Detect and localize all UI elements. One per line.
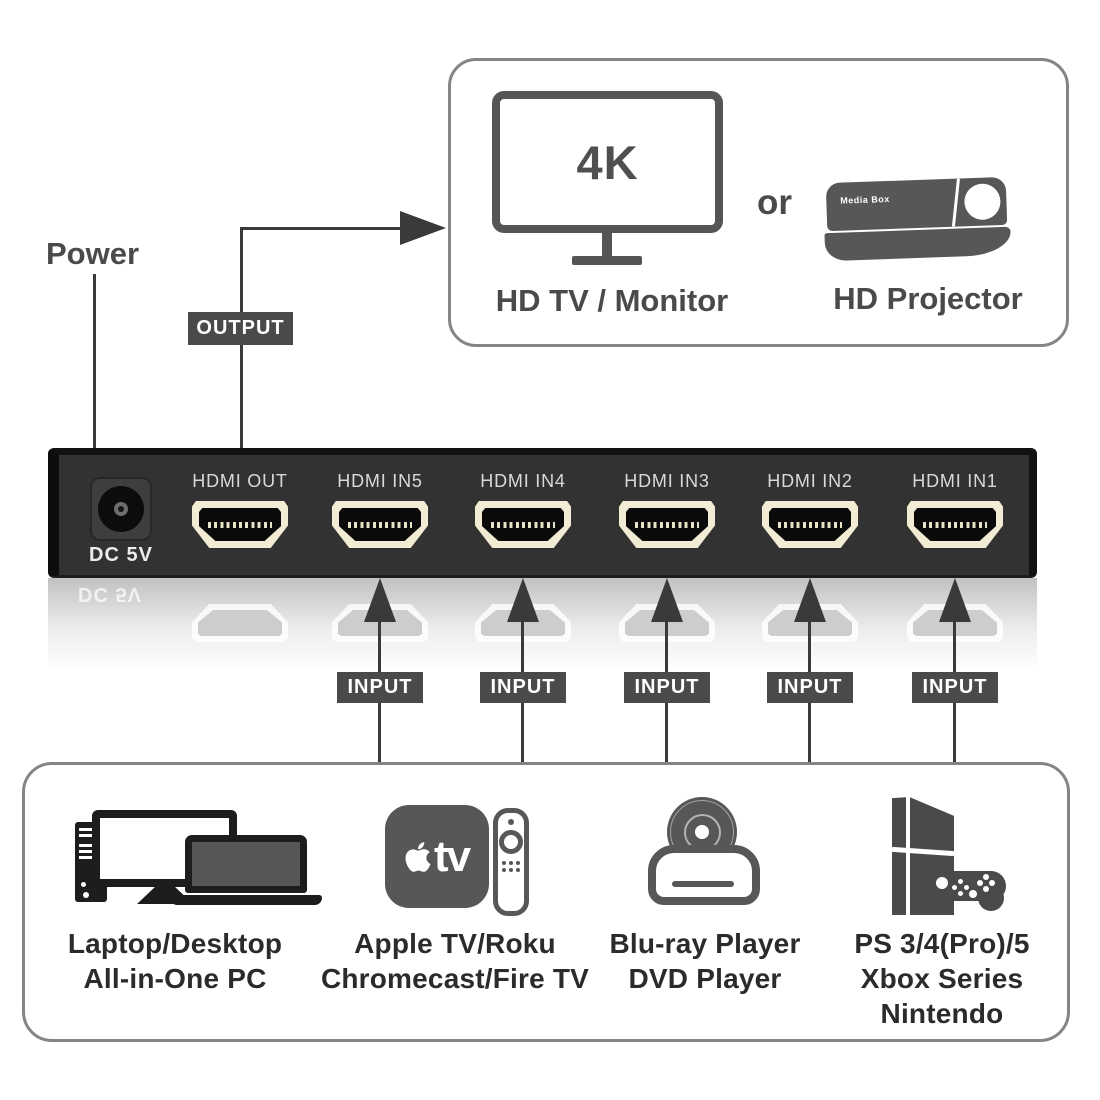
caption-line: DVD Player (628, 963, 782, 994)
dc-power-jack (90, 477, 152, 541)
fire-tv-remote-icon (493, 808, 529, 916)
monitor-stand-base (572, 256, 642, 265)
source-caption-streaming: Apple TV/Roku Chromecast/Fire TV (295, 926, 615, 996)
input-badge: INPUT (337, 672, 423, 703)
source-caption-consoles: PS 3/4(Pro)/5 Xbox Series Nintendo (802, 926, 1082, 1031)
projector-lens-divider (951, 178, 960, 227)
reflection-port (192, 604, 288, 642)
input-line (378, 618, 381, 674)
projector-caption: HD Projector (833, 281, 1023, 316)
laptop-desktop-icon (70, 808, 330, 913)
caption-line: Nintendo (880, 998, 1004, 1029)
projector-base (824, 226, 1012, 262)
input-arrow-icon (939, 578, 971, 622)
hdmi-in1-port[interactable] (907, 501, 1003, 548)
hdmi-in3-label: HDMI IN3 (624, 471, 710, 491)
apple-logo-icon (405, 841, 431, 872)
input-badge: INPUT (624, 672, 710, 703)
apple-tv-text: tv (433, 831, 471, 881)
dc-jack-barrel (98, 486, 144, 532)
projector-icon: Media Box (823, 175, 1012, 263)
input-line (521, 703, 524, 763)
laptop-screen-icon (185, 835, 307, 893)
input-line (808, 703, 811, 763)
caption-line: Apple TV/Roku (354, 928, 556, 959)
device-reflection: DC 5V (48, 578, 1037, 670)
hdmi-in4-label: HDMI IN4 (480, 471, 566, 491)
input-line (953, 703, 956, 763)
player-slot (672, 881, 734, 887)
4k-screen-label: 4K (576, 135, 639, 189)
projector-body: Media Box (825, 176, 1008, 232)
input-line (665, 703, 668, 763)
player-box-icon (648, 845, 760, 905)
input-line (378, 703, 381, 763)
caption-line: Chromecast/Fire TV (320, 963, 590, 994)
output-arrow-icon (400, 211, 446, 245)
hdmi-out-label: HDMI OUT (192, 471, 288, 491)
input-line (953, 618, 956, 674)
apple-tv-icon: tv (385, 805, 489, 908)
caption-line: Xbox Series (860, 963, 1024, 994)
input-badge: INPUT (767, 672, 853, 703)
bluray-player-icon (645, 795, 765, 910)
source-caption-disc-players: Blu-ray Player DVD Player (565, 926, 845, 996)
hdmi-in2-label: HDMI IN2 (767, 471, 853, 491)
tv-monitor-caption: HD TV / Monitor (495, 283, 729, 318)
or-label: or (757, 183, 792, 222)
media-box-label: Media Box (840, 193, 890, 206)
output-line-horizontal (240, 227, 402, 230)
projector-lens-icon (963, 183, 1002, 221)
hdmi-in4-port[interactable] (475, 501, 571, 548)
input-line (521, 618, 524, 674)
console-stripe-vertical (906, 797, 910, 915)
hdmi-in3-port[interactable] (619, 501, 715, 548)
input-line (665, 618, 668, 674)
hdmi-out-port[interactable] (192, 501, 288, 548)
input-line (808, 618, 811, 674)
input-badge: INPUT (912, 672, 998, 703)
monitor-icon: 4K (492, 91, 723, 233)
power-label: Power (46, 236, 140, 271)
input-arrow-icon (651, 578, 683, 622)
hdmi-in5-label: HDMI IN5 (337, 471, 423, 491)
game-console-icon (890, 795, 1015, 917)
hdmi-in2-port[interactable] (762, 501, 858, 548)
streaming-devices-icon: tv (385, 800, 541, 920)
source-caption-laptop-desktop: Laptop/Desktop All-in-One PC (35, 926, 315, 996)
caption-line: Blu-ray Player (609, 928, 801, 959)
input-badge: INPUT (480, 672, 566, 703)
dc-jack-pin (114, 502, 128, 516)
dc-5v-label: DC 5V (89, 544, 153, 566)
caption-line: All-in-One PC (83, 963, 267, 994)
power-line (93, 274, 96, 448)
input-arrow-icon (507, 578, 539, 622)
caption-line: PS 3/4(Pro)/5 (854, 928, 1030, 959)
caption-line: Laptop/Desktop (67, 928, 283, 959)
laptop-base-icon (170, 895, 322, 905)
hdmi-in1-label: HDMI IN1 (912, 471, 998, 491)
gamepad-icon (926, 867, 1006, 915)
input-arrow-icon (364, 578, 396, 622)
monitor-stand-neck (602, 233, 612, 258)
hdmi-in5-port[interactable] (332, 501, 428, 548)
reflection-dc-label: DC 5V (78, 583, 142, 605)
output-badge: OUTPUT (188, 312, 293, 345)
input-arrow-icon (794, 578, 826, 622)
